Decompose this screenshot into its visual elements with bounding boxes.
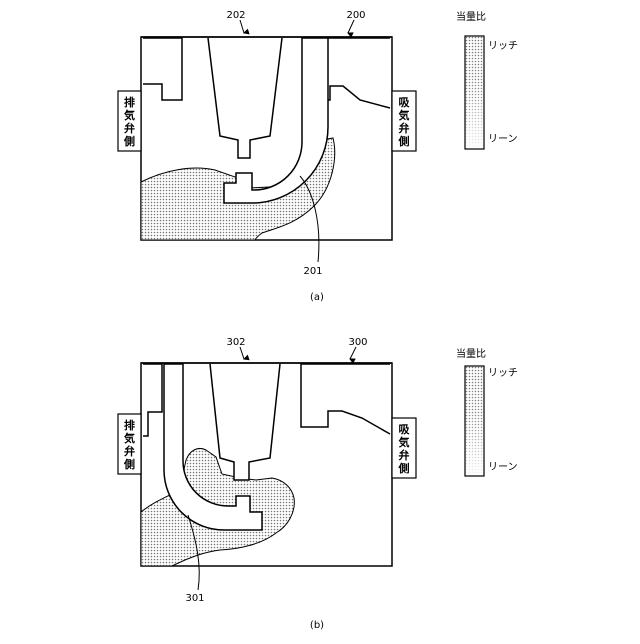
exhaust-label-a-1: 気 [124,108,135,122]
ref-302: 302 [226,337,245,348]
intake-label-a-2: 弁 [399,121,410,135]
intake-label-a-3: 側 [398,134,410,148]
ref-301: 301 [185,593,204,604]
legend-rich-b: リッチ [488,367,518,379]
leader-300 [350,347,356,359]
exhaust-label-b-2: 弁 [124,444,135,458]
panel-a: 排 気 弁 側 吸 気 弁 側 202 200 201 (a) [118,10,416,303]
exhaust-label-b-0: 排 [124,418,135,432]
exhaust-label-a-2: 弁 [124,121,135,135]
legend-lean-a: リーン [488,134,518,145]
legend-lean-b: リーン [488,462,518,473]
leader-200 [348,20,354,33]
legend-rich-a: リッチ [488,40,518,52]
caption-b: (b) [310,620,324,631]
legend-title-a: 当量比 [456,10,486,23]
leader-302 [240,347,244,359]
exhaust-label-b-1: 気 [124,431,135,445]
exhaust-label-a-0: 排 [124,95,135,109]
intake-label-a-1: 気 [399,108,410,122]
ref-201: 201 [303,266,322,277]
caption-a: (a) [310,292,324,303]
ref-300: 300 [348,337,367,348]
legend-a: 当量比 リッチ リーン [456,10,518,149]
exhaust-label-a-3: 側 [123,134,135,148]
intake-label-b-1: 気 [399,435,410,449]
leader-202 [240,20,244,33]
ref-202: 202 [226,10,245,21]
intake-label-b-2: 弁 [399,448,410,462]
intake-label-b-0: 吸 [399,423,411,436]
ref-200: 200 [346,10,365,21]
panel-b: 排 気 弁 側 吸 気 弁 側 302 300 301 (b) [118,337,416,631]
intake-label-a-0: 吸 [399,96,411,109]
legend-title-b: 当量比 [456,347,486,360]
legend-b: 当量比 リッチ リーン [456,347,518,476]
intake-label-b-3: 側 [398,461,410,475]
exhaust-label-b-3: 側 [123,457,135,471]
